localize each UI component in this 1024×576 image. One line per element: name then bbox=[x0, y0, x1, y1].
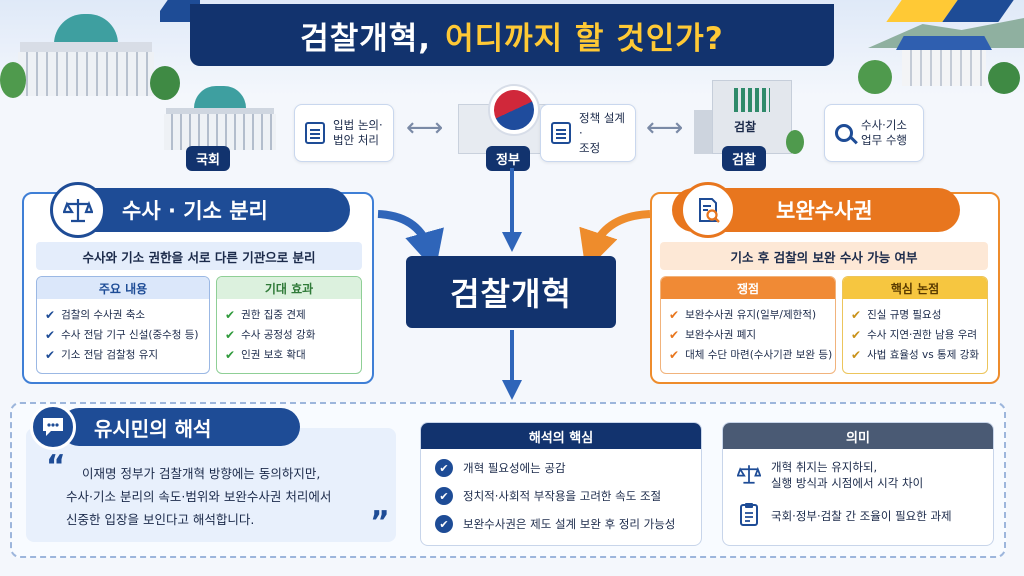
title-part1: 검찰개혁, bbox=[300, 20, 432, 57]
quote-text: 이재명 정부가 검찰개혁 방향에는 동의하지만, 수사·기소 분리의 속도·범위… bbox=[66, 466, 332, 527]
assembly-building-illustration bbox=[0, 10, 185, 100]
assembly-node-illustration bbox=[160, 86, 280, 154]
blue-house-illustration bbox=[848, 18, 1024, 98]
check-icon: ✔ bbox=[851, 348, 862, 362]
prosecution-card-text: 수사·기소 업무 수행 bbox=[861, 118, 907, 147]
check-circle-icon: ✔ bbox=[435, 459, 453, 477]
government-card: 정책 설계· 조정 bbox=[540, 104, 636, 162]
arrow-left-to-center bbox=[377, 210, 444, 272]
list-item: 국회·정부·검찰 간 조율이 필요한 과제 bbox=[737, 501, 979, 530]
list-item: ✔검찰의 수사권 축소 bbox=[45, 305, 201, 325]
list-item: ✔기소 전담 검찰청 유지 bbox=[45, 345, 201, 365]
separation-col1-head: 주요 내용 bbox=[37, 277, 209, 299]
arrow-right-to-center bbox=[579, 210, 651, 271]
core-card-head: 해석의 핵심 bbox=[421, 423, 701, 449]
check-icon: ✔ bbox=[851, 328, 862, 342]
list-item: ✔권한 집중 견제 bbox=[225, 305, 353, 325]
check-circle-icon: ✔ bbox=[435, 487, 453, 505]
check-icon: ✔ bbox=[851, 308, 862, 322]
list-item: ✔수사 전담 기구 신설(중수청 등) bbox=[45, 325, 201, 345]
separation-col2-head: 기대 효과 bbox=[217, 277, 361, 299]
check-icon: ✔ bbox=[225, 348, 236, 362]
prosecution-label: 검찰 bbox=[722, 146, 766, 171]
meaning-card: 의미 개혁 취지는 유지하되, 실행 방식과 시점에서 시각 차이 국회·정부·… bbox=[722, 422, 994, 546]
speech-bubble-icon bbox=[30, 404, 76, 450]
check-icon: ✔ bbox=[45, 328, 56, 342]
supplementary-subtitle: 기소 후 검찰의 보완 수사 가능 여부 bbox=[660, 242, 988, 270]
title-banner: 검찰개혁, 어디까지 할 것인가? bbox=[190, 4, 834, 66]
list-item: ✔인권 보호 확대 bbox=[225, 345, 353, 365]
interpretation-title: 유시민의 해석 bbox=[60, 408, 300, 446]
separation-subtitle: 수사와 기소 권한을 서로 다른 기관으로 분리 bbox=[36, 242, 362, 270]
list-item: ✔보완수사권 유지(일부/제한적) bbox=[669, 305, 827, 325]
list-item: ✔대체 수단 마련(수사기관 보완 등) bbox=[669, 345, 832, 365]
list-item: ✔개혁 필요성에는 공감 bbox=[435, 459, 687, 477]
assembly-label: 국회 bbox=[186, 146, 230, 171]
list-item: ✔보완수사권 폐지 bbox=[669, 325, 827, 345]
close-quote-icon: ” bbox=[370, 505, 390, 540]
supplementary-col2-head: 핵심 논점 bbox=[843, 277, 987, 299]
scales-icon bbox=[50, 182, 106, 238]
government-card-text: 정책 설계· 조정 bbox=[579, 110, 625, 155]
quote-box bbox=[26, 428, 396, 542]
assembly-card-text: 입법 논의· 법안 처리 bbox=[333, 118, 383, 147]
check-icon: ✔ bbox=[669, 328, 680, 342]
scales-icon bbox=[736, 462, 762, 489]
supplementary-col1-head: 쟁점 bbox=[661, 277, 835, 299]
title-part2: 어디까지 할 것인가? bbox=[445, 20, 724, 57]
separation-main-content: 주요 내용 ✔검찰의 수사권 축소 ✔수사 전담 기구 신설(중수청 등) ✔기… bbox=[36, 276, 210, 374]
list-item: ✔정치적·사회적 부작용을 고려한 속도 조절 bbox=[435, 487, 687, 505]
prosecution-building-sign: 검찰 bbox=[734, 120, 757, 134]
taeguk-emblem-icon bbox=[488, 84, 540, 136]
supplementary-core-points: 핵심 논점 ✔진실 규명 필요성 ✔수사 지연·권한 남용 우려 ✔사법 효율성… bbox=[842, 276, 988, 374]
check-icon: ✔ bbox=[669, 308, 680, 322]
check-icon: ✔ bbox=[225, 328, 236, 342]
clipboard-icon bbox=[551, 122, 571, 144]
interpretation-core-card: 해석의 핵심 ✔개혁 필요성에는 공감 ✔정치적·사회적 부작용을 고려한 속도… bbox=[420, 422, 702, 546]
list-item: ✔수사 지연·권한 남용 우려 bbox=[851, 325, 979, 345]
list-item: ✔보완수사권은 제도 설계 보완 후 정리 가능성 bbox=[435, 515, 687, 533]
check-icon: ✔ bbox=[225, 308, 236, 322]
list-item: ✔수사 공정성 강화 bbox=[225, 325, 353, 345]
supplementary-issues: 쟁점 ✔보완수사권 유지(일부/제한적) ✔보완수사권 폐지 ✔대체 수단 마련… bbox=[660, 276, 836, 374]
list-item: ✔진실 규명 필요성 bbox=[851, 305, 979, 325]
document-search-icon bbox=[680, 182, 736, 238]
open-quote-icon: “ bbox=[46, 449, 66, 484]
government-label: 정부 bbox=[486, 146, 530, 171]
list-item: ✔사법 효율성 vs 통제 강화 bbox=[851, 345, 979, 365]
separation-title: 수사 · 기소 분리 bbox=[60, 188, 350, 232]
separation-expected-effects: 기대 효과 ✔권한 집중 견제 ✔수사 공정성 강화 ✔인권 보호 확대 bbox=[216, 276, 362, 374]
check-icon: ✔ bbox=[45, 348, 56, 362]
prosecution-building-illustration bbox=[694, 80, 804, 158]
prosecution-card: 수사·기소 업무 수행 bbox=[824, 104, 924, 162]
magnifier-icon bbox=[835, 124, 858, 145]
document-icon bbox=[305, 122, 325, 144]
check-icon: ✔ bbox=[45, 308, 56, 322]
assembly-card: 입법 논의· 법안 처리 bbox=[294, 104, 394, 162]
double-arrow-icon: ⟷ bbox=[406, 113, 444, 143]
check-circle-icon: ✔ bbox=[435, 515, 453, 533]
clipboard-icon bbox=[737, 501, 761, 530]
list-item: 개혁 취지는 유지하되, 실행 방식과 시점에서 시각 차이 bbox=[736, 459, 979, 491]
check-icon: ✔ bbox=[669, 348, 680, 362]
double-arrow-icon: ⟷ bbox=[646, 113, 684, 143]
meaning-card-head: 의미 bbox=[723, 423, 993, 449]
center-reform-box: 검찰개혁 bbox=[406, 256, 616, 328]
